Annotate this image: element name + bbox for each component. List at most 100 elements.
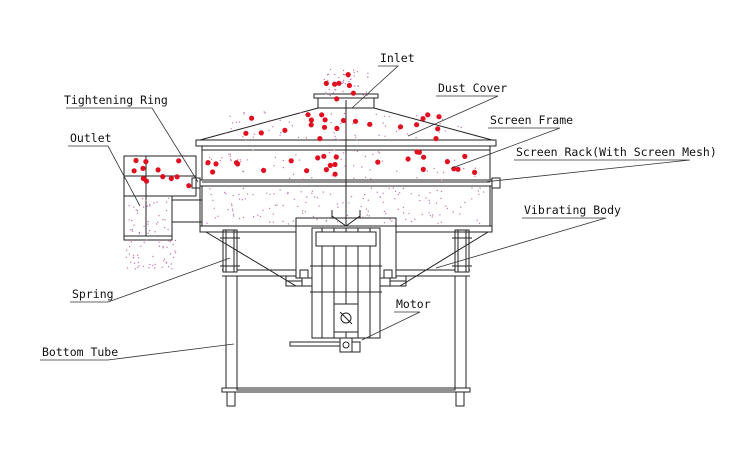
large-particle <box>140 165 146 171</box>
fine-particle <box>169 253 172 255</box>
fine-particle <box>279 134 281 136</box>
fine-particle <box>136 209 139 212</box>
fine-particle <box>311 177 313 179</box>
fine-particle <box>364 176 367 179</box>
fine-particle <box>149 263 151 266</box>
fine-particle <box>353 75 355 77</box>
fine-particle <box>336 221 339 223</box>
fine-particle <box>165 201 168 203</box>
fine-particle <box>257 214 259 216</box>
fine-particle <box>346 214 349 216</box>
fine-particle <box>225 193 227 195</box>
fine-particle <box>246 159 248 161</box>
fine-particle <box>356 150 358 153</box>
large-particle <box>174 174 180 180</box>
fine-particle <box>174 252 177 254</box>
fine-particle <box>361 216 364 218</box>
fine-particle <box>252 136 254 138</box>
label-motor: Motor <box>396 297 431 311</box>
base-foot-right <box>455 391 465 407</box>
fine-particle <box>233 215 235 217</box>
leader-bottom-tube <box>40 343 235 361</box>
fine-particle <box>439 122 441 125</box>
large-particle <box>133 157 139 164</box>
labels: Inlet Dust Cover Tightening Ring Screen … <box>42 51 717 359</box>
large-particle <box>233 160 240 166</box>
large-particle <box>213 161 219 167</box>
large-particle <box>323 167 329 173</box>
fine-particle <box>402 187 404 190</box>
fine-particle <box>266 192 268 194</box>
large-particle <box>455 166 461 172</box>
fine-particle <box>302 178 304 180</box>
fine-particle <box>406 133 408 135</box>
fine-particle <box>167 197 170 199</box>
leader-tightening-ring <box>66 107 199 183</box>
large-particles <box>131 72 478 189</box>
fine-particle <box>295 154 297 156</box>
fine-particle <box>438 131 440 133</box>
fine-particle <box>162 218 164 221</box>
fine-particle <box>396 170 398 172</box>
large-particle <box>375 159 381 165</box>
fine-particle <box>316 218 318 221</box>
large-particle <box>308 117 314 123</box>
large-particle <box>345 72 351 78</box>
fine-particle <box>288 121 291 123</box>
label-inlet: Inlet <box>380 51 415 65</box>
fine-particle <box>165 261 168 263</box>
fine-particle <box>287 191 289 194</box>
fine-particle <box>316 197 319 199</box>
fine-particle <box>352 69 355 71</box>
fine-particle <box>436 189 438 192</box>
fine-particle <box>243 113 245 115</box>
fine-particle <box>356 139 358 141</box>
fine-particle <box>416 115 418 117</box>
fine-particle <box>272 221 274 223</box>
fine-particle <box>428 202 431 204</box>
fine-particle <box>230 203 233 205</box>
fine-particle <box>354 134 356 136</box>
fine-particle <box>362 197 364 200</box>
fine-particle <box>156 201 158 203</box>
fine-particle <box>478 222 481 225</box>
fine-particle <box>153 202 155 204</box>
fine-particle <box>231 205 233 207</box>
large-particle <box>140 175 146 182</box>
fine-particle <box>146 239 148 241</box>
fine-particle <box>268 207 271 210</box>
fine-particle <box>164 219 166 221</box>
fine-particle <box>153 267 156 269</box>
fine-particle <box>243 111 245 114</box>
large-particle <box>433 136 439 142</box>
fine-particle <box>162 245 164 248</box>
fine-particle <box>340 158 342 160</box>
large-particle <box>168 175 174 182</box>
fine-particle <box>355 136 357 139</box>
fine-particle <box>293 198 296 200</box>
fine-particle <box>368 215 370 217</box>
fine-particle <box>398 129 400 131</box>
fine-particle <box>133 262 136 264</box>
fine-particle <box>227 209 229 211</box>
fine-particle <box>344 83 347 85</box>
fine-particle <box>383 210 386 213</box>
fine-particle <box>282 159 284 162</box>
fine-particle <box>327 73 330 76</box>
fine-particle <box>236 159 239 161</box>
fine-particle <box>479 187 481 189</box>
fine-particle <box>392 187 395 189</box>
fine-particle <box>384 115 386 118</box>
fine-particle <box>328 151 331 154</box>
fine-particle <box>416 177 418 179</box>
fine-particle <box>342 90 344 93</box>
fine-particle <box>311 190 314 192</box>
fine-particle <box>343 112 346 115</box>
large-particle <box>315 155 321 161</box>
leader-outlet <box>68 145 141 207</box>
spring-right <box>452 229 472 273</box>
fine-particle <box>334 73 336 76</box>
large-particle <box>308 122 314 128</box>
fine-particle <box>335 138 337 140</box>
fine-particle <box>155 223 158 225</box>
